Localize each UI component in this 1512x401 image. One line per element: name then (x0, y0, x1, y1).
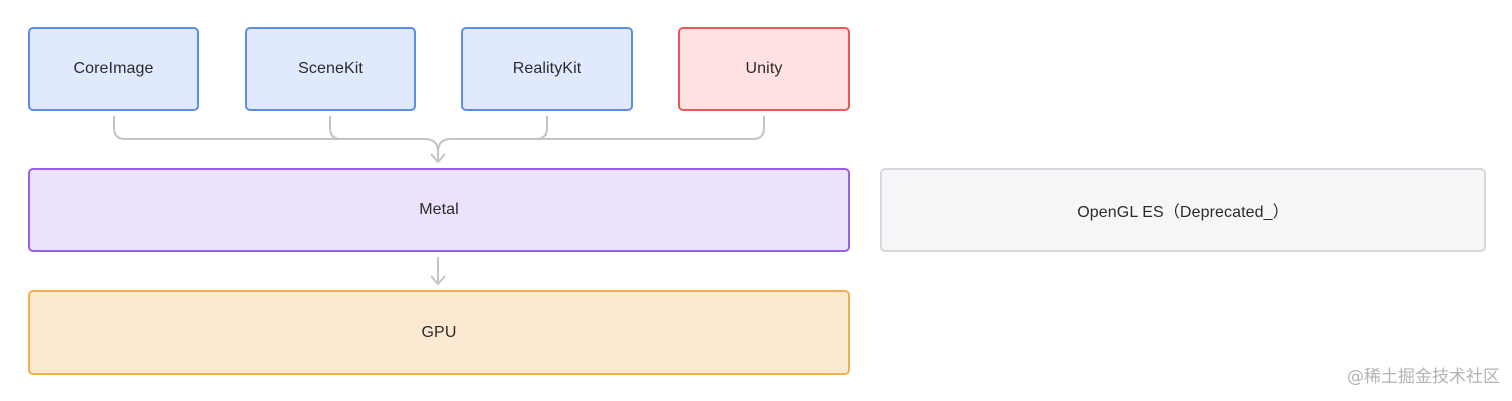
watermark: @稀土掘金技术社区 (1347, 367, 1500, 387)
connector-realitykit (535, 116, 548, 140)
connector-unity (437, 116, 765, 153)
node-gpu-label: GPU (421, 323, 457, 341)
node-scenekit-label: SceneKit (298, 60, 363, 77)
node-gpu: GPU (28, 290, 850, 375)
node-metal-label: Metal (419, 201, 459, 218)
node-realitykit: RealityKit (461, 27, 633, 111)
node-coreimage-label: CoreImage (73, 60, 154, 77)
connector-coreimage (113, 116, 439, 160)
node-opengl-es-label: OpenGL ES（Deprecated_） (1077, 204, 1289, 221)
node-unity: Unity (678, 27, 850, 111)
node-scenekit: SceneKit (245, 27, 416, 111)
node-unity-label: Unity (745, 60, 783, 77)
arrowhead-gpu (430, 275, 446, 285)
node-realitykit-label: RealityKit (512, 60, 582, 77)
connector-scenekit (329, 116, 342, 140)
node-metal: Metal (28, 168, 850, 252)
node-coreimage: CoreImage (28, 27, 199, 111)
node-opengl-es: OpenGL ES（Deprecated_） (880, 168, 1486, 252)
arrowhead-metal (430, 153, 446, 163)
